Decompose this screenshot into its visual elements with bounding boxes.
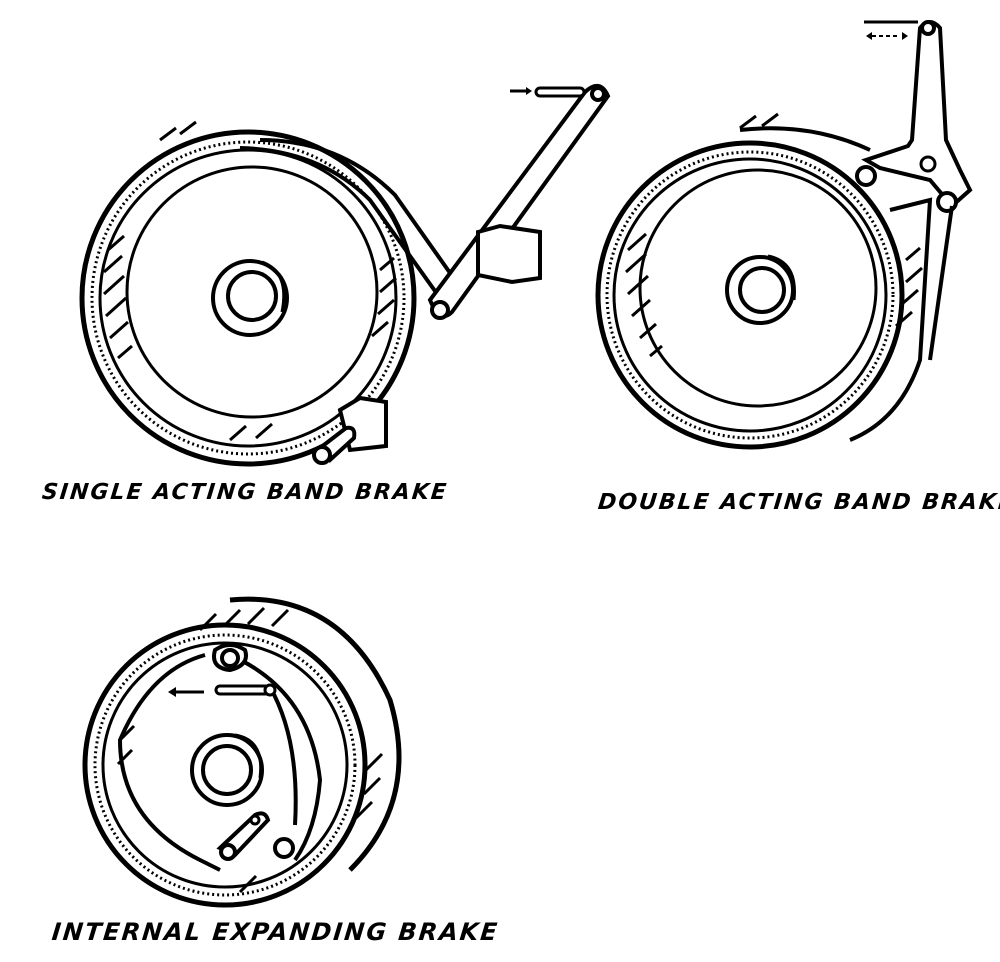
brake-band [239, 138, 457, 300]
arrow-right-icon [510, 87, 532, 95]
anchor-pin [312, 425, 357, 465]
fulcrum-bracket [476, 223, 542, 285]
brake-shoes [117, 653, 323, 872]
pull-rod [534, 86, 586, 98]
brake-drum [82, 596, 402, 908]
shaft-hub [190, 733, 264, 807]
shaft-hub [725, 254, 796, 325]
arrow-left-icon [168, 687, 204, 697]
single-acting-band-brake-drawing [79, 84, 611, 467]
cam-lever [216, 811, 295, 861]
brake-drum [595, 112, 923, 450]
anchor-pin [212, 643, 248, 673]
brake-band [739, 126, 933, 442]
double-acting-band-brake-drawing [595, 20, 973, 450]
pull-rod [214, 683, 277, 697]
internal-expanding-brake-drawing [82, 596, 402, 908]
operating-lever [427, 84, 611, 320]
caption-internal-expanding-brake: INTERNAL EXPANDING BRAKE [50, 918, 501, 946]
arrow-left-right-icon [866, 32, 908, 40]
bell-crank-lever [855, 20, 973, 361]
shaft-hub [211, 259, 289, 337]
caption-single-acting-band-brake: SINGLE ACTING BAND BRAKE [40, 480, 450, 505]
brake-drum [79, 120, 417, 467]
caption-double-acting-band-brake: DOUBLE ACTING BAND BRAKE [596, 490, 1000, 515]
